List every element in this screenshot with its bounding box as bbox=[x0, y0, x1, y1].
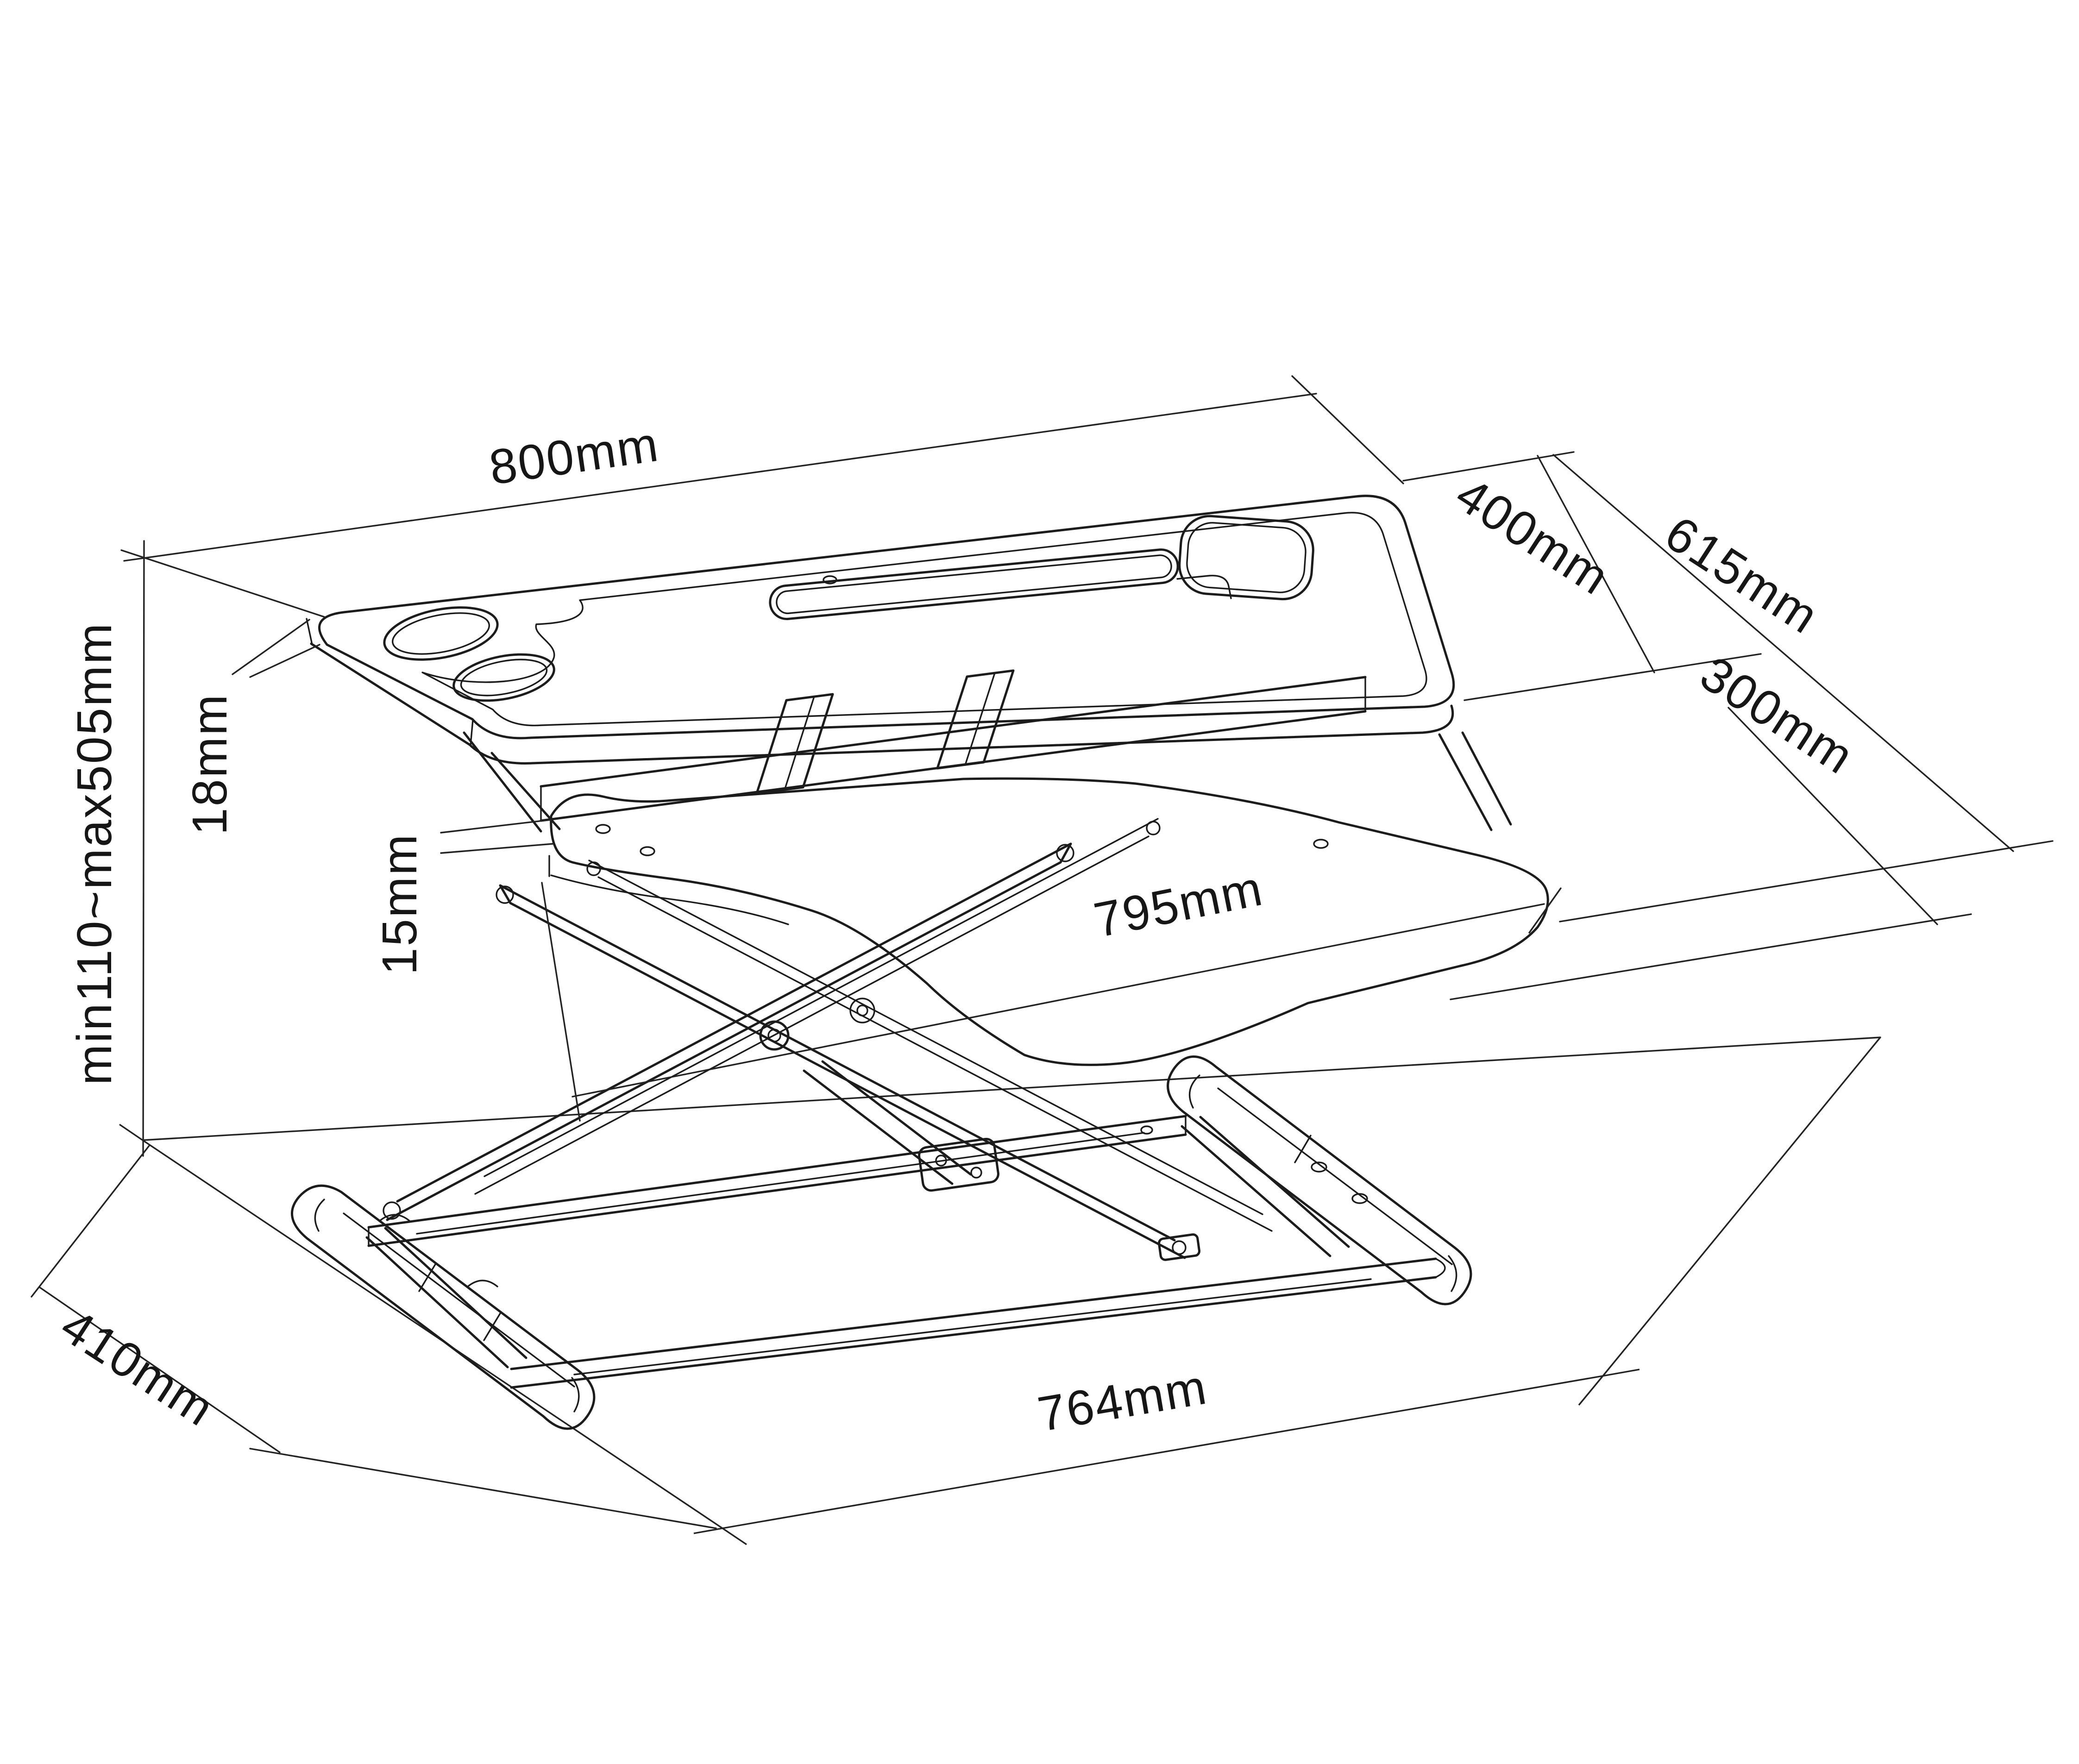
label-tray-thickness: 15mm bbox=[372, 833, 427, 975]
label-top-width: 800mm bbox=[486, 417, 663, 495]
label-tray-depth: 300mm bbox=[1691, 646, 1864, 785]
right-support-bracket bbox=[1438, 731, 1512, 831]
base-frame bbox=[365, 1115, 1446, 1389]
scissor-legs bbox=[383, 818, 1273, 1261]
label-top-depth: 400mm bbox=[1446, 467, 1619, 606]
label-top-thickness: 18mm bbox=[182, 693, 237, 835]
right-foot bbox=[1167, 1055, 1472, 1306]
under-desk-support-beam bbox=[540, 669, 1367, 822]
label-height-range: min110~max505mm bbox=[67, 622, 122, 1085]
left-support-bracket bbox=[463, 731, 561, 833]
label-base-width: 764mm bbox=[1034, 1360, 1212, 1442]
left-foot bbox=[291, 1184, 596, 1430]
cup-holder-cutouts bbox=[383, 606, 555, 702]
lift-actuator bbox=[803, 1060, 999, 1192]
dimension-lines bbox=[31, 375, 2054, 1529]
tablet-slot-cutout bbox=[1178, 515, 1314, 601]
label-base-depth: 410mm bbox=[51, 1298, 224, 1437]
floor-outline bbox=[119, 1036, 1881, 1545]
dimension-labels: 800mm 400mm 615mm 300mm 18mm min110~max5… bbox=[51, 417, 1864, 1442]
keyboard-tray bbox=[548, 777, 1549, 1066]
label-overall-depth: 615mm bbox=[1656, 506, 1828, 645]
phone-groove bbox=[769, 548, 1232, 621]
label-tray-width: 795mm bbox=[1090, 861, 1268, 948]
